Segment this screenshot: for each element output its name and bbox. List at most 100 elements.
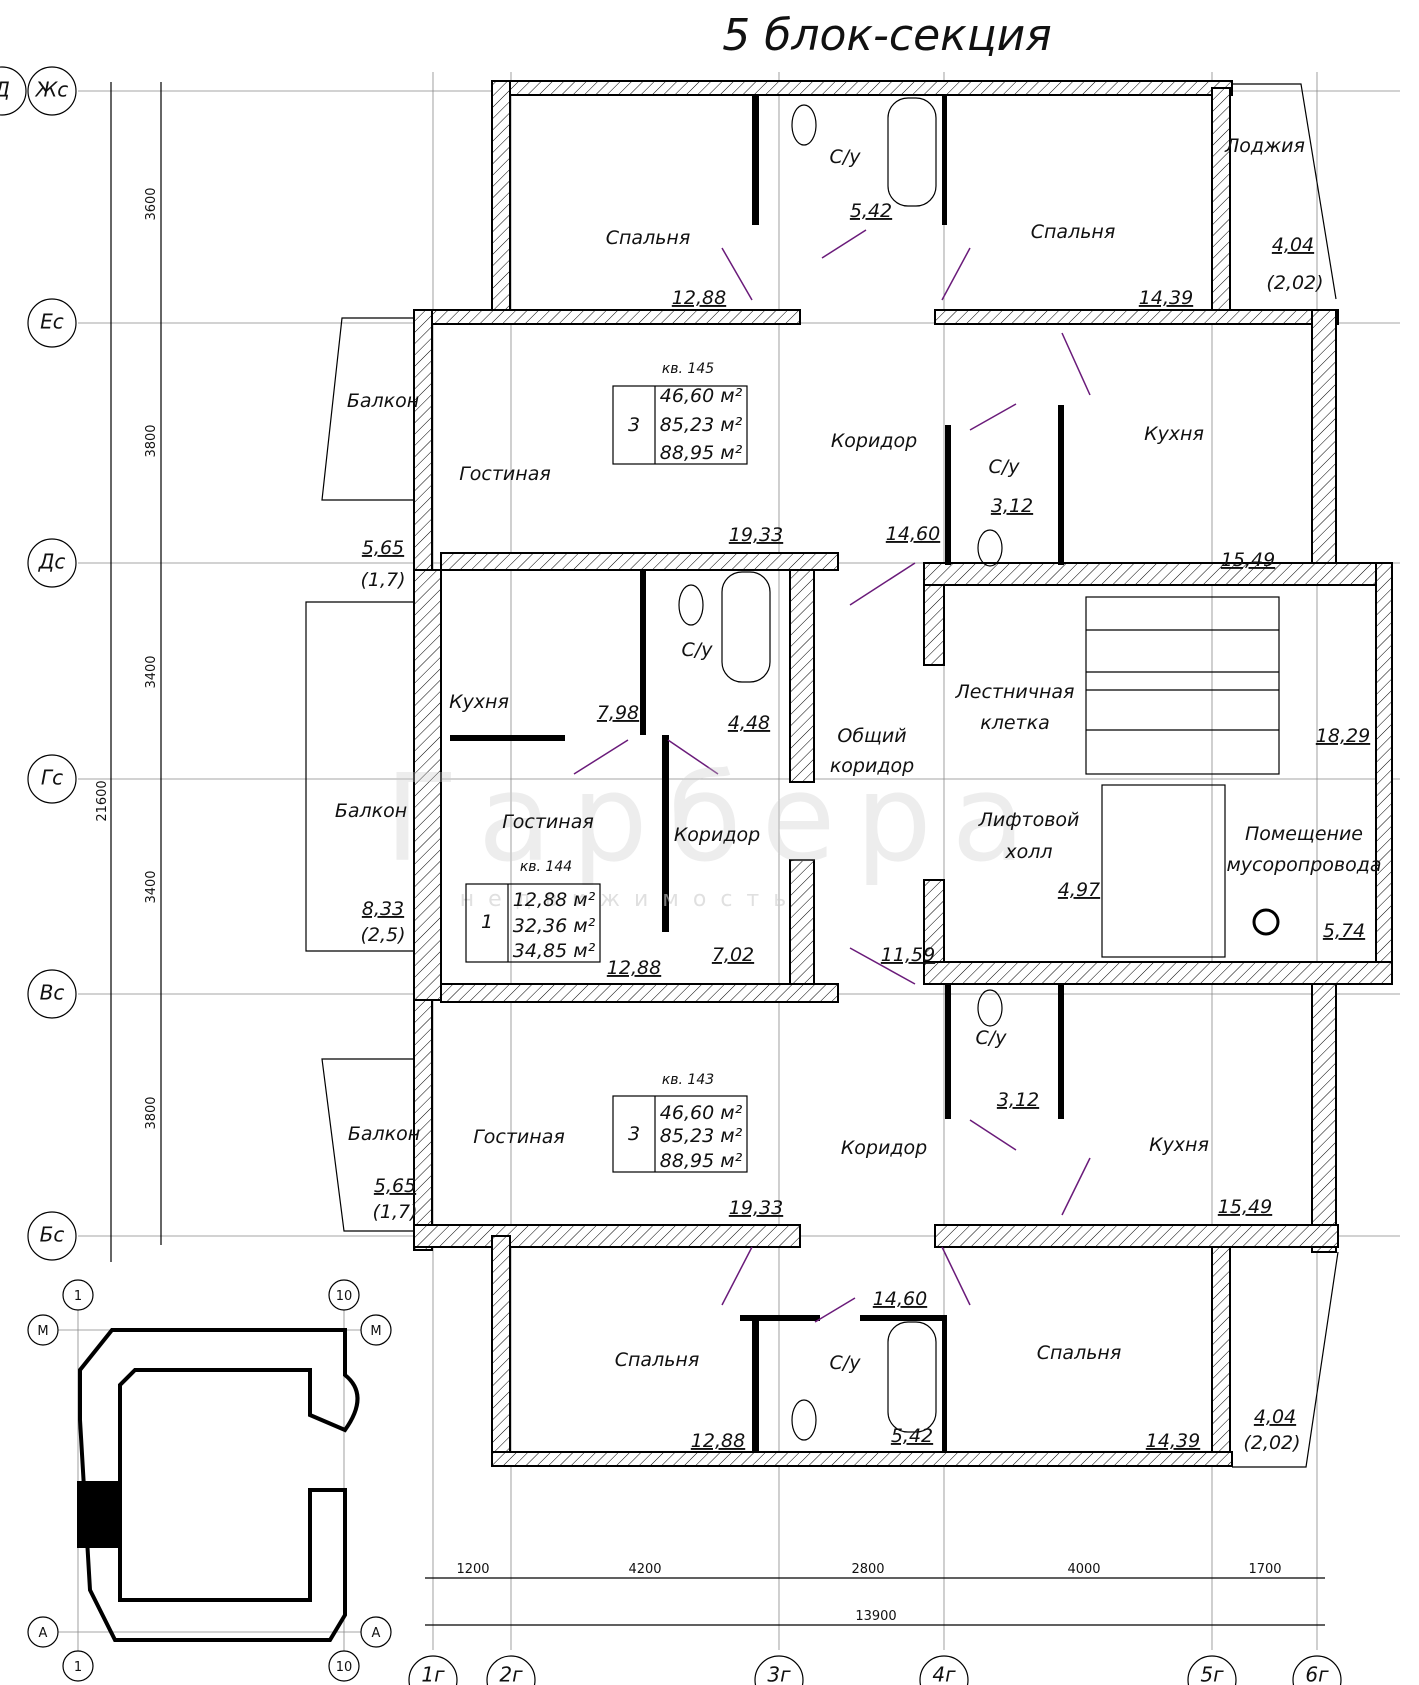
key-axis-label: М — [37, 1324, 48, 1339]
dim-label: 4000 — [1067, 1562, 1100, 1577]
apartment-145: Спальня 12,88 С/у 5,42 Спальня 14,39 Лод… — [347, 135, 1324, 591]
toilet-icon — [678, 104, 1003, 1441]
room-label: Гостиная — [502, 811, 594, 833]
room-area: 12,88 — [691, 1430, 745, 1452]
room-area: 19,33 — [729, 1197, 783, 1219]
key-axis-label: А — [39, 1626, 48, 1641]
apartment-number: кв. 144 — [520, 859, 572, 875]
dim-label: 3800 — [144, 1096, 159, 1129]
room-area: 3,12 — [991, 495, 1033, 517]
room-label: Балкон — [348, 1123, 420, 1145]
room-label: Гостиная — [459, 463, 551, 485]
room-area: 5,65 — [362, 537, 404, 559]
room-area: 5,42 — [891, 1425, 933, 1447]
common-areas: Общий коридор 11,59 Лестничная клетка 18… — [830, 681, 1382, 966]
dim-label: 3800 — [144, 424, 159, 457]
room-label: С/у — [682, 639, 714, 661]
axis-col-label: 1г — [421, 1663, 445, 1685]
key-axis-label: А — [372, 1626, 381, 1641]
dim-label: 3400 — [144, 870, 159, 903]
balconies — [305, 83, 1339, 1468]
axis-col-label: 3г — [767, 1663, 791, 1685]
left-dimensions: 3600 3800 3400 3400 3800 21600 — [95, 82, 162, 1262]
room-area: 5,65 — [374, 1175, 416, 1197]
room-area: 3,12 — [997, 1089, 1039, 1111]
key-axis-label: 10 — [336, 1660, 353, 1675]
stairwell-area: 18,29 — [1316, 725, 1370, 747]
room-label: Кухня — [1149, 1134, 1209, 1156]
garbage-chute-icon — [1252, 908, 1280, 936]
stairwell-label: Лестничная — [955, 681, 1075, 703]
room-area: 12,88 — [672, 287, 726, 309]
room-label: С/у — [830, 1352, 862, 1374]
room-area-reduced: (2,02) — [1243, 1432, 1300, 1454]
key-axis-label: 10 — [336, 1289, 353, 1304]
room-label: С/у — [989, 456, 1021, 478]
stairwell-label: клетка — [980, 712, 1050, 734]
room-label: Лоджия — [1224, 135, 1305, 157]
area-living: 46,60 м² — [660, 1102, 743, 1124]
dim-label: 1700 — [1248, 1562, 1281, 1577]
axis-col-label: 6г — [1305, 1663, 1329, 1685]
axis-row-label: Дс — [38, 550, 66, 574]
axis-col-label: 2г — [499, 1663, 523, 1685]
lift-hall-label: Лифтовой — [978, 809, 1080, 831]
area-total: 85,23 м² — [660, 1125, 743, 1147]
room-area: 8,33 — [362, 898, 404, 920]
room-area: 4,04 — [1272, 234, 1314, 256]
lift-hall-area: 4,97 — [1058, 879, 1100, 901]
axis-row-label: Вс — [40, 981, 65, 1005]
room-area: 7,98 — [597, 702, 639, 724]
room-label: Кухня — [1144, 423, 1204, 445]
room-area-reduced: (1,7) — [372, 1201, 417, 1223]
watermark-sub: недвижимость — [460, 887, 800, 912]
room-area: 5,42 — [850, 200, 892, 222]
area-total-with-balcony: 88,95 м² — [660, 442, 743, 464]
watermark: Гарбера — [385, 750, 1045, 889]
room-area: 15,49 — [1221, 549, 1275, 571]
room-label: Спальня — [615, 1349, 700, 1371]
dim-label: 3400 — [144, 655, 159, 688]
apartment-144: Кухня 7,98 С/у 4,48 Балкон 8,33 (2,5) Го… — [335, 639, 770, 979]
row-axis-bubbles: Д Жс Ес Дс Гс Вс Бс — [0, 66, 77, 1261]
dim-total-label: 21600 — [95, 780, 110, 821]
room-label: Спальня — [606, 227, 691, 249]
elevator-shaft — [1101, 784, 1226, 958]
axis-row-label: Жс — [34, 78, 69, 102]
section-title: 5 блок-секция — [722, 10, 1051, 61]
bathtub-icon — [721, 97, 937, 1433]
axis-row-label: Бс — [40, 1223, 65, 1247]
partitions — [450, 95, 1064, 1452]
area-total-with-balcony: 34,85 м² — [513, 940, 596, 962]
room-count: 3 — [628, 414, 640, 436]
axis-row-label: Гс — [41, 766, 63, 790]
room-label: Коридор — [831, 430, 917, 452]
axis-row-label: Ес — [40, 310, 64, 334]
walls — [413, 80, 1393, 1467]
axis-col-label: 4г — [932, 1663, 956, 1685]
room-label: Спальня — [1037, 1342, 1122, 1364]
room-label: Балкон — [335, 800, 407, 822]
room-label: Коридор — [841, 1137, 927, 1159]
chute-room-area: 5,74 — [1323, 920, 1365, 942]
room-label: Гостиная — [473, 1126, 565, 1148]
apartment-number: кв. 143 — [662, 1072, 714, 1088]
area-total-with-balcony: 88,95 м² — [660, 1150, 743, 1172]
key-axis-label: 1 — [74, 1289, 82, 1304]
common-corridor-label: Общий — [837, 725, 906, 747]
area-living: 12,88 м² — [513, 889, 596, 911]
room-area: 4,04 — [1254, 1406, 1296, 1428]
room-area: 4,48 — [728, 712, 770, 734]
room-label: С/у — [976, 1027, 1008, 1049]
dim-label: 1200 — [456, 1562, 489, 1577]
room-label: Балкон — [347, 390, 419, 412]
key-axis-label: 1 — [74, 1660, 82, 1675]
room-label: Кухня — [449, 691, 509, 713]
room-area-reduced: (2,5) — [360, 924, 405, 946]
apartment-143: кв. 143 3 46,60 м² 85,23 м² 88,95 м² Бал… — [348, 1027, 1301, 1454]
room-area: 7,02 — [712, 944, 754, 966]
room-area: 14,39 — [1146, 1430, 1200, 1452]
room-count: 1 — [481, 911, 493, 933]
door-swings — [573, 229, 1091, 1323]
area-total: 32,36 м² — [513, 915, 596, 937]
